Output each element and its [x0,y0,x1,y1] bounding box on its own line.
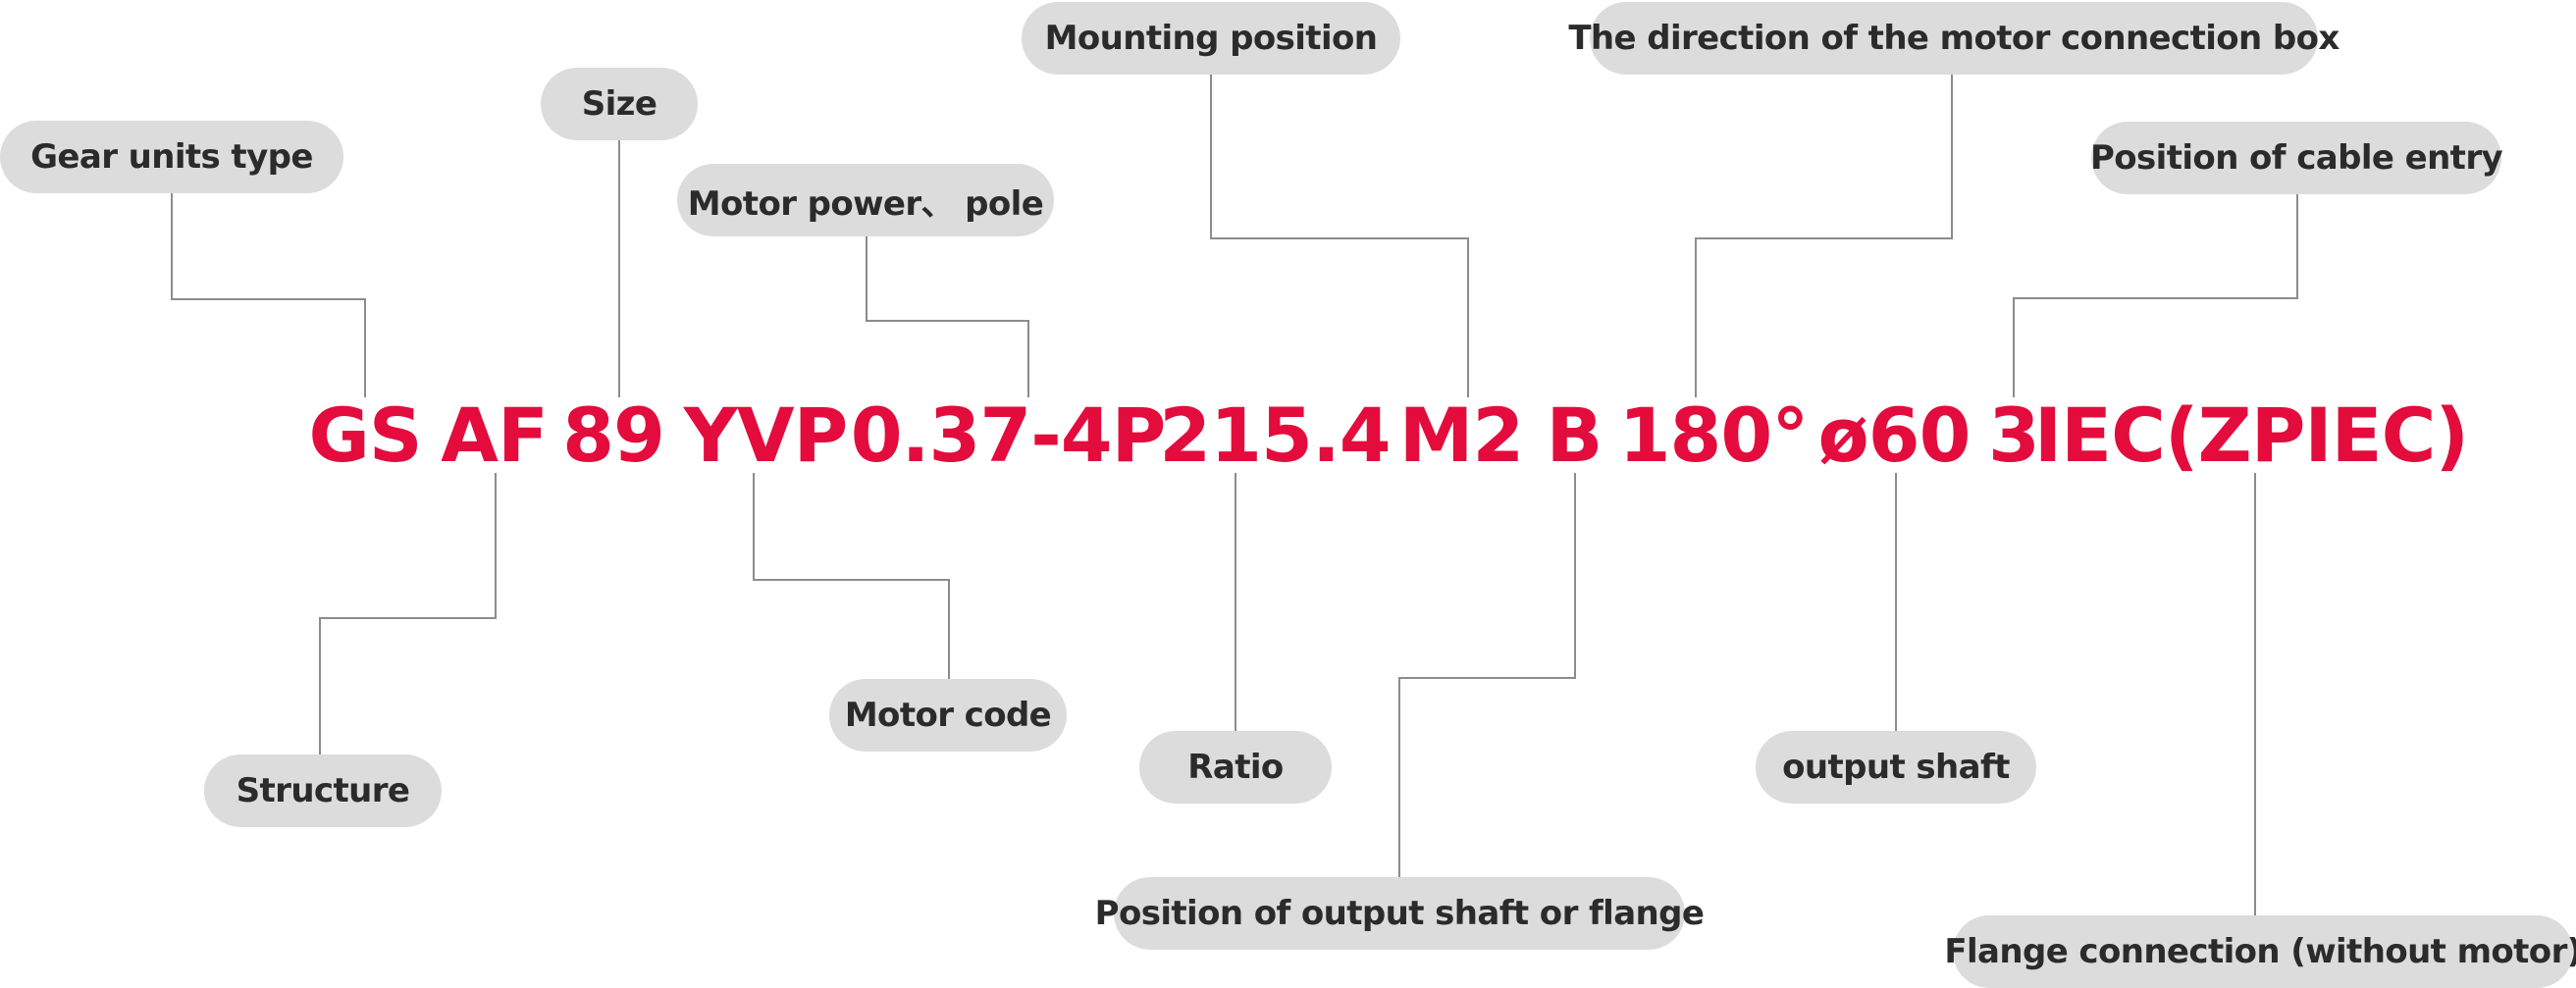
connector-cable-entry [2013,192,2298,397]
label-output-shaft: output shaft [1756,731,2036,804]
label-size: Size [541,68,698,140]
label-gear-units-type: Gear units type [0,121,343,193]
code-segment-ratio: 215.4 [1159,391,1391,479]
label-motor-code: Motor code [829,679,1067,752]
connector-motor-power-pole [866,234,1029,397]
connector-structure [319,473,497,755]
code-segment-power-pole: 0.37-4P [850,391,1167,479]
label-output-shaft-or-flange-position: Position of output shaft or flange [1095,877,1705,950]
connector-mounting-position [1210,71,1469,397]
code-segment-89: 89 [562,391,665,479]
code-segment-angle: 180° [1618,391,1810,479]
connector-motor-code [753,473,950,680]
label-flange-connection: Flange connection (without motor) [1944,915,2576,988]
code-segment-iec: IEC(ZPIEC) [2033,391,2469,479]
code-segment-af: AF [441,391,549,479]
code-segment-shaft-diameter: ø60 [1817,391,1971,479]
label-structure: Structure [204,754,442,827]
code-segment-gs: GS [308,391,422,479]
label-cable-entry-position: Position of cable entry [2090,122,2503,194]
code-segment-yvp: YVP [683,391,849,479]
connector-output-shaft-or-flange [1398,473,1576,878]
connector-gear-units-type [171,192,366,397]
label-motor-power-pole: Motor power、 pole [677,164,1054,236]
code-segment-b: B [1546,391,1603,479]
label-ratio: Ratio [1139,731,1332,804]
code-segment-m2: M2 [1398,391,1525,479]
code-segment-3: 3 [1988,391,2040,479]
label-motor-connection-box-direction: The direction of the motor connection bo… [1568,2,2339,75]
connector-motor-connection-box [1695,71,1953,397]
label-mounting-position: Mounting position [1022,2,1400,75]
